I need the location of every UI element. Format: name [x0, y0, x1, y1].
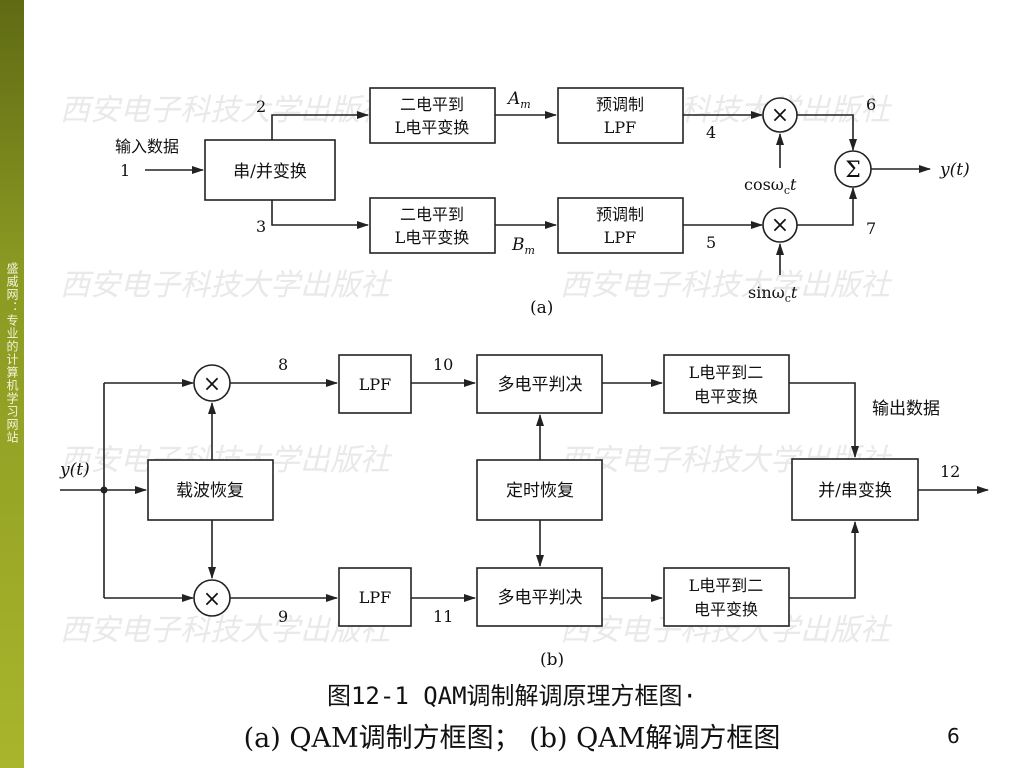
- carrier-recovery-label: 载波恢复: [176, 481, 244, 501]
- sigma-symbol: Σ: [845, 158, 861, 183]
- watermark: 西安电子科技大学出版社: [560, 268, 893, 303]
- branch-bottom: [271, 200, 369, 229]
- figure-caption-line1: 图12-1 QAM调制解调原理方框图·: [326, 682, 698, 710]
- parallel-serial-box: 并/串变换: [791, 458, 919, 521]
- watermark: 西安电子科技大学出版社: [60, 613, 393, 648]
- lpf-b-top: LPF: [338, 354, 412, 414]
- page-number: 6: [947, 724, 960, 748]
- multiply-symbol: ×: [203, 587, 221, 612]
- carrier-recovery-box: 载波恢复: [147, 459, 274, 521]
- input-yt-b: y(t): [59, 460, 90, 480]
- converter-b-line1: L电平到二: [689, 576, 764, 595]
- converter-line2: L电平变换: [395, 118, 470, 137]
- converter-b-line1: L电平到二: [689, 363, 764, 382]
- decision-label: 多电平判决: [498, 375, 583, 395]
- serial-parallel-box: 串/并变换: [204, 139, 336, 201]
- serial-parallel-label: 串/并变换: [233, 162, 307, 182]
- premod-lpf-line2: LPF: [604, 118, 637, 137]
- node-1: 1: [120, 161, 130, 180]
- label-b: (b): [540, 650, 564, 670]
- decision-box-top: 多电平判决: [476, 354, 603, 414]
- premod-lpf-bottom: 预调制 LPF: [557, 197, 684, 254]
- lpf-b-bottom: LPF: [338, 567, 412, 627]
- watermark: 西安电子科技大学出版社: [60, 93, 393, 128]
- lpf-label: LPF: [359, 588, 392, 607]
- output-yt-a: y(t): [939, 160, 970, 180]
- am-label: Am: [506, 89, 531, 111]
- decision-label: 多电平判决: [498, 588, 583, 608]
- node-7: 7: [866, 219, 876, 238]
- premod-lpf-line1: 预调制: [596, 95, 644, 114]
- cos-carrier-label: cosωct: [744, 175, 797, 197]
- sidebar: 盛威网：专业的计算机学习网站: [0, 0, 24, 768]
- level-converter-top: 二电平到 L电平变换: [369, 87, 496, 144]
- branch-top: [271, 111, 369, 140]
- node-5: 5: [706, 233, 716, 252]
- figure-caption-line2: (a) QAM调制方框图； (b) QAM解调方框图: [243, 723, 781, 754]
- input-data-label: 输入数据: [115, 137, 179, 156]
- node-11: 11: [433, 607, 453, 626]
- level-converter-b-top: L电平到二 电平变换: [663, 354, 790, 414]
- premod-lpf-top: 预调制 LPF: [557, 87, 684, 144]
- multiply-symbol: ×: [771, 103, 789, 128]
- premod-lpf-line1: 预调制: [596, 205, 644, 224]
- parallel-serial-label: 并/串变换: [818, 481, 892, 501]
- node-12: 12: [940, 462, 960, 481]
- level-converter-b-bottom: L电平到二 电平变换: [663, 567, 790, 627]
- to-summer-top: [797, 114, 857, 151]
- premod-lpf-line2: LPF: [604, 228, 637, 247]
- node-9: 9: [278, 607, 288, 626]
- converter-line1: 二电平到: [400, 205, 464, 224]
- level-converter-bottom: 二电平到 L电平变换: [369, 197, 496, 254]
- node-3: 3: [256, 217, 266, 236]
- multiply-symbol: ×: [771, 213, 789, 238]
- multiply-symbol: ×: [203, 372, 221, 397]
- bm-label: Bm: [511, 235, 535, 257]
- conv-to-ps-bottom: [789, 521, 859, 599]
- node-2: 2: [256, 97, 266, 116]
- watermark: 西安电子科技大学出版社: [60, 268, 393, 303]
- converter-b-line2: 电平变换: [694, 600, 758, 619]
- timing-recovery-box: 定时恢复: [476, 459, 603, 521]
- lpf-label: LPF: [359, 375, 392, 394]
- node-6: 6: [866, 95, 876, 114]
- converter-line1: 二电平到: [400, 95, 464, 114]
- sidebar-text: 盛威网：专业的计算机学习网站: [5, 262, 19, 444]
- timing-recovery-label: 定时恢复: [506, 481, 574, 501]
- node-4: 4: [706, 123, 716, 142]
- to-summer-bottom: [797, 187, 857, 226]
- qam-diagram: 西安电子科技大学出版社 西安电子科技大学出版社 西安电子科技大学出版社 西安电子…: [59, 87, 989, 670]
- node-10: 10: [433, 355, 453, 374]
- output-data-label: 输出数据: [872, 399, 940, 419]
- node-8: 8: [278, 355, 288, 374]
- decision-box-bottom: 多电平判决: [476, 567, 603, 627]
- label-a: (a): [530, 298, 553, 318]
- converter-b-line2: 电平变换: [694, 387, 758, 406]
- conv-to-ps-top: [789, 382, 859, 458]
- converter-line2: L电平变换: [395, 228, 470, 247]
- sin-carrier-label: sinωct: [748, 283, 798, 305]
